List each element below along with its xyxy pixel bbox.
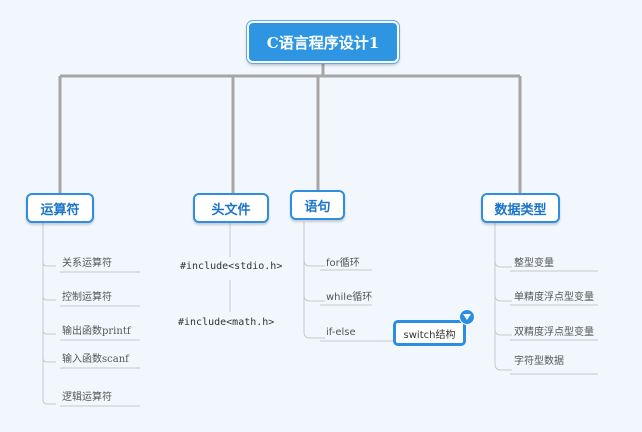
subtopic-control-operator[interactable]: 控制运算符 [62, 291, 112, 305]
subtopic-label: if-else [326, 327, 356, 338]
subtopic-label: while循环 [326, 292, 373, 303]
triangle-down-icon[interactable] [459, 309, 475, 325]
subtopic-float-variable[interactable]: 单精度浮点型变量 [514, 291, 594, 305]
subtopic-label: for循环 [326, 258, 360, 269]
subtopic-label: 逻辑运算符 [62, 392, 112, 403]
subtopic-label: 单精度浮点型变量 [514, 292, 594, 303]
subtopic-printf[interactable]: 输出函数printf [62, 325, 131, 339]
subtopic-relational-operator[interactable]: 关系运算符 [62, 257, 112, 271]
topic-label: 运算符 [40, 202, 80, 218]
subtopic-label: switch结构 [403, 329, 456, 341]
subtopic-label: 输入函数scanf [62, 354, 129, 365]
subtopic-label: 整型变量 [514, 258, 554, 269]
topic-label: 头文件 [211, 202, 251, 218]
root-topic-label: C语言程序设计1 [266, 33, 380, 52]
subtopic-logical-operator[interactable]: 逻辑运算符 [62, 391, 112, 405]
subtopic-if-else[interactable]: if-else [326, 326, 356, 340]
subtopic-label: #include<stdio.h> [180, 261, 283, 272]
subtopic-switch-structure[interactable]: switch结构 [393, 320, 466, 346]
subtopic-label: 关系运算符 [62, 258, 112, 269]
subtopic-char-data[interactable]: 字符型数据 [514, 355, 564, 369]
topic-header-files[interactable]: 头文件 [193, 193, 269, 223]
subtopic-int-variable[interactable]: 整型变量 [514, 257, 554, 271]
topic-operators[interactable]: 运算符 [26, 193, 94, 223]
subtopic-while-loop[interactable]: while循环 [326, 291, 372, 305]
topic-data-types[interactable]: 数据类型 [481, 193, 560, 223]
subtopic-double-variable[interactable]: 双精度浮点型变量 [514, 326, 594, 340]
subtopic-math-include[interactable]: #include<math.h> [178, 316, 274, 330]
subtopic-label: 双精度浮点型变量 [514, 327, 594, 338]
topic-label: 语句 [304, 199, 331, 215]
subtopic-scanf[interactable]: 输入函数scanf [62, 353, 129, 367]
subtopic-label: 输出函数printf [62, 326, 131, 337]
subtopic-stdio-include[interactable]: #include<stdio.h> [180, 260, 282, 274]
subtopic-for-loop[interactable]: for循环 [326, 257, 360, 271]
subtopic-label: 控制运算符 [62, 292, 112, 303]
subtopic-label: #include<math.h> [178, 317, 275, 328]
topic-label: 数据类型 [494, 202, 547, 218]
subtopic-label: 字符型数据 [514, 356, 564, 367]
topic-statements[interactable]: 语句 [290, 190, 345, 220]
root-topic[interactable]: C语言程序设计1 [247, 21, 399, 63]
